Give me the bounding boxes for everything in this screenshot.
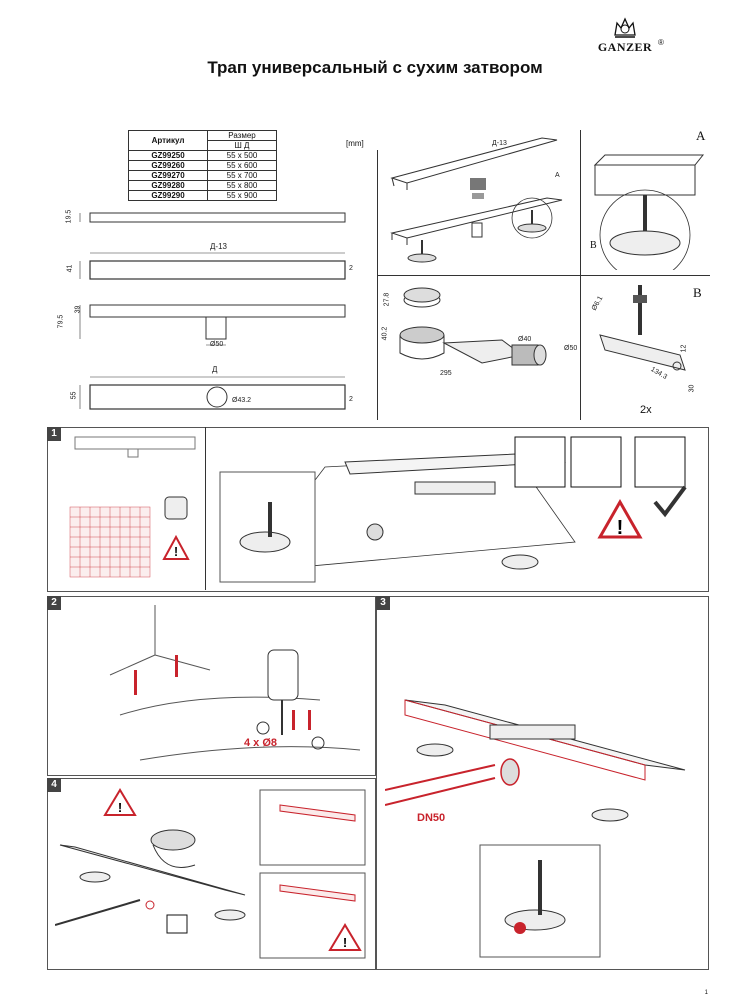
dim-41: 41 <box>66 264 74 273</box>
drain-exploded-view <box>390 137 563 263</box>
dim-79-5: 79.5 <box>57 314 65 329</box>
step-2-panel <box>47 596 376 776</box>
dim-19-5: 19.5 <box>65 209 73 224</box>
step-1-measure-illustration: ! <box>69 436 196 578</box>
drill-note: 4 x Ø8 <box>244 737 278 749</box>
dim-d13-top: Д-13 <box>492 140 507 147</box>
label-a: A <box>696 128 706 143</box>
svg-text:!: ! <box>174 544 178 559</box>
page-number: 1 <box>704 990 708 996</box>
dim-2a: 2 <box>349 265 353 272</box>
step-1-assembly-illustration: ! <box>219 436 687 583</box>
svg-text:!: ! <box>617 517 624 539</box>
dim-d13: Д-13 <box>210 242 227 251</box>
foot-detail-view <box>599 285 686 371</box>
divider <box>377 150 378 420</box>
dim-27-8: 27.8 <box>383 292 391 307</box>
step-badge: 2 <box>47 596 61 610</box>
qty-2x: 2x <box>640 404 652 416</box>
dim-295: 295 <box>440 370 452 377</box>
step-4-sealing-illustration: ! ! <box>55 788 366 959</box>
label-b: B <box>693 285 702 300</box>
crown-icon <box>614 17 636 38</box>
step-badge: 1 <box>47 427 61 441</box>
svg-text:!: ! <box>343 935 347 950</box>
col-article-header: Артикул <box>128 130 208 151</box>
col-size-header: Размер <box>207 130 277 141</box>
step-3-installation-illustration <box>385 699 686 958</box>
dim-2b: 2 <box>349 396 353 403</box>
siphon-view <box>399 287 547 366</box>
page-title: Трап универсальный с сухим затвором <box>207 58 543 77</box>
registered-mark: ® <box>658 38 664 47</box>
dim-40-2: 40.2 <box>381 326 389 341</box>
channel-technical-drawing <box>79 212 346 410</box>
step-1-panel <box>47 427 709 592</box>
brand-name: GANZER <box>597 40 653 54</box>
units-label: [mm] <box>346 139 364 148</box>
dim-30: 30 <box>688 384 696 393</box>
dim-50b: Ø50 <box>564 345 578 352</box>
col-size-subheader: Ш Д <box>207 140 277 151</box>
divider <box>377 275 710 276</box>
brand-logo: GANZER ® <box>590 10 664 55</box>
detail-a-view <box>593 154 705 270</box>
pipe-note: DN50 <box>417 812 446 824</box>
step-badge: 4 <box>47 778 61 792</box>
dim-d: Д <box>212 365 218 374</box>
divider <box>205 427 206 590</box>
step-3-panel <box>376 596 709 970</box>
step-badge: 3 <box>376 596 390 610</box>
svg-text:!: ! <box>118 800 122 815</box>
dim-55: 55 <box>70 391 78 400</box>
dim-12: 12 <box>680 344 688 353</box>
dim-39: 39 <box>74 305 82 314</box>
label-a-small: A <box>555 172 560 179</box>
label-b-small: B <box>590 240 597 251</box>
dim-50: Ø50 <box>210 341 224 348</box>
dim-43-2: Ø43.2 <box>232 397 252 404</box>
step-4-panel <box>47 778 376 970</box>
dim-40: Ø40 <box>518 336 532 343</box>
step-2-drilling-illustration <box>109 605 361 761</box>
